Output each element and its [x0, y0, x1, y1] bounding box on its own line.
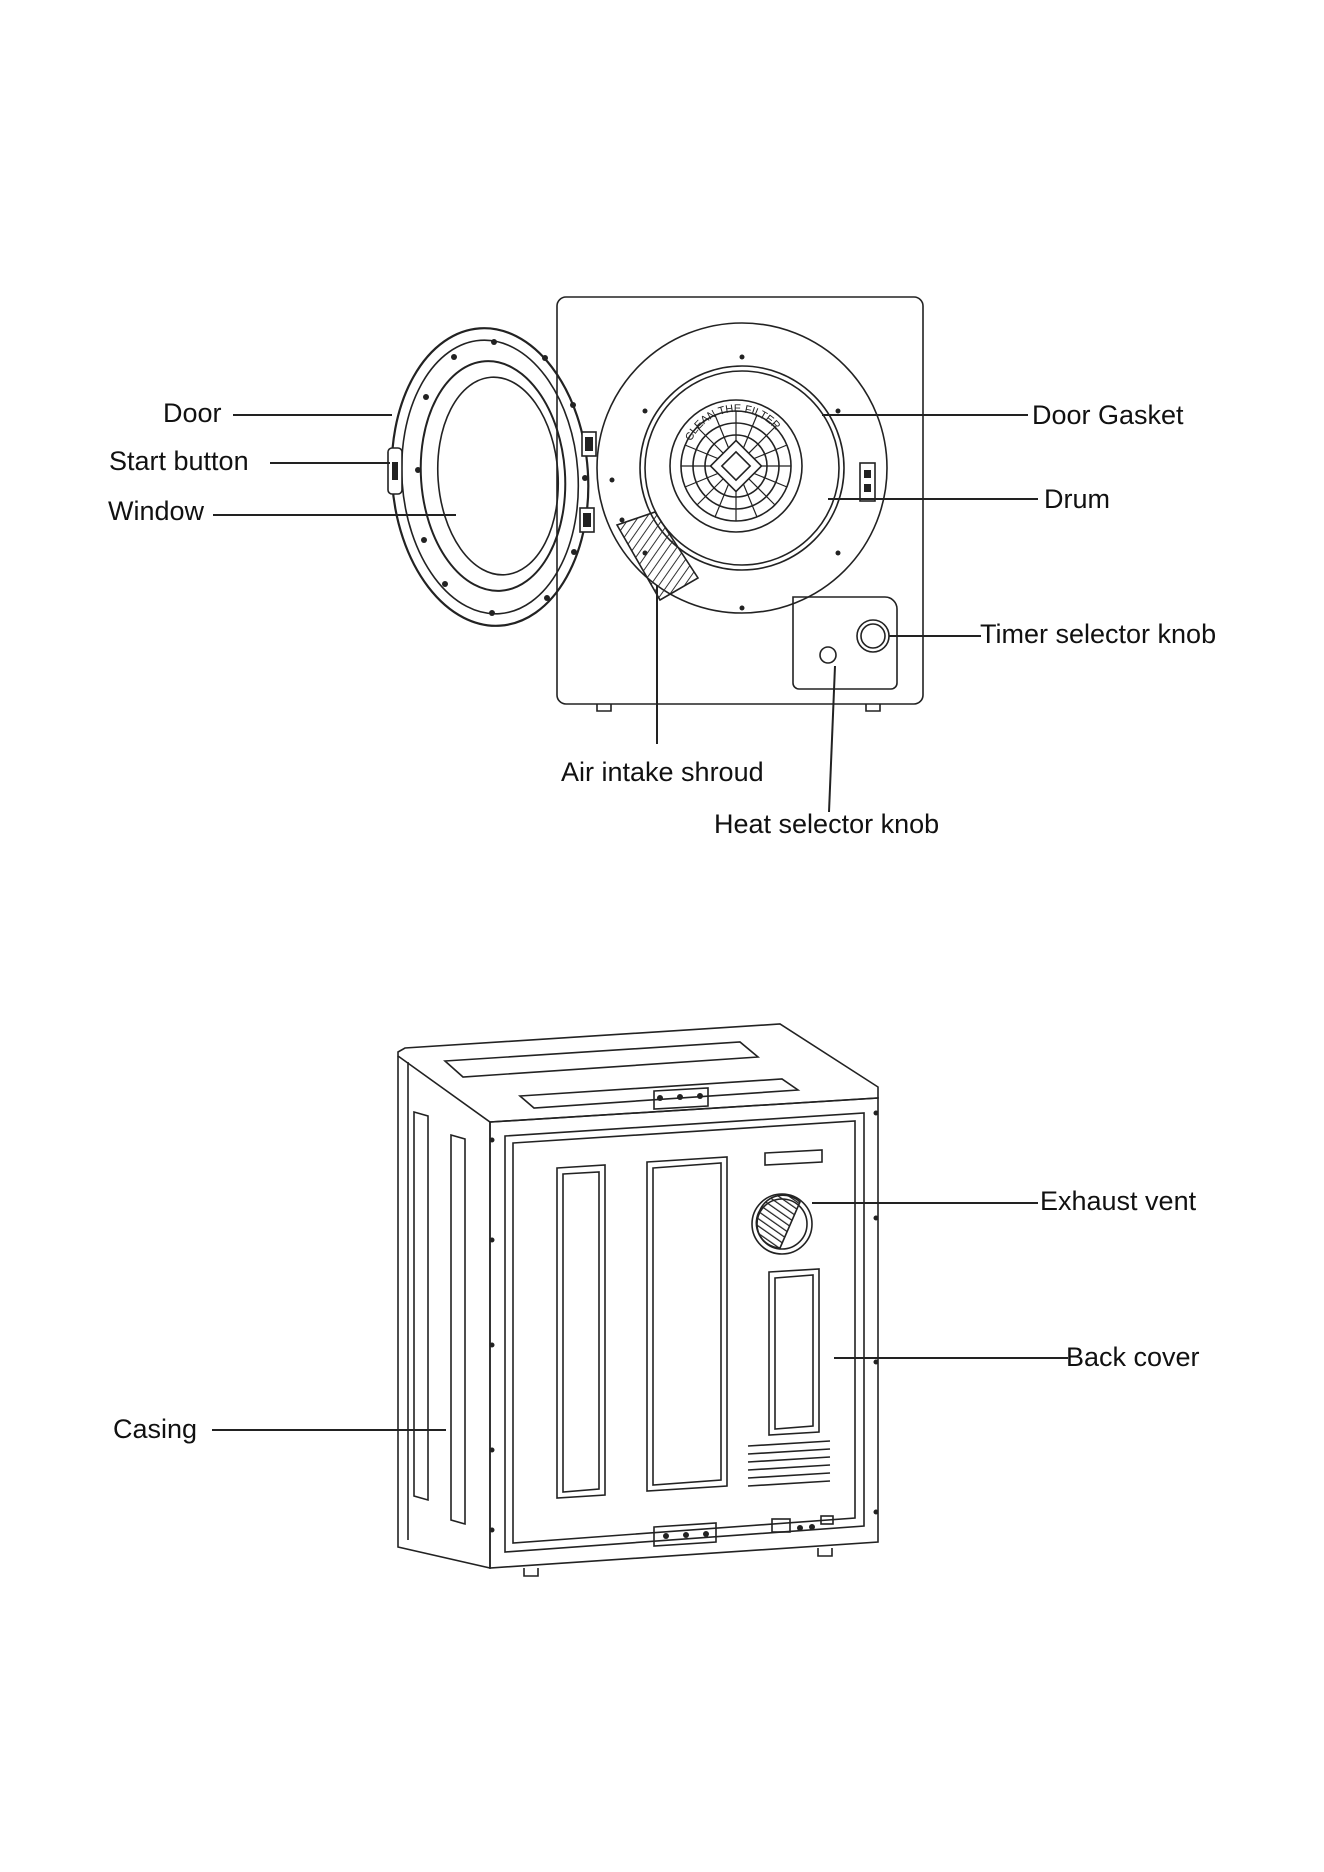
label-back-cover: Back cover — [1066, 1342, 1200, 1372]
label-start-button: Start button — [109, 446, 249, 476]
control-panel-outline — [793, 597, 897, 689]
cabinet-feet — [597, 704, 880, 711]
label-timer-selector-knob: Timer selector knob — [980, 619, 1216, 649]
label-heat-selector-knob: Heat selector knob — [714, 809, 939, 839]
rear-view-illustration — [212, 1024, 1068, 1576]
exhaust-vent — [752, 1194, 812, 1254]
label-door-gasket: Door Gasket — [1032, 400, 1184, 430]
label-window: Window — [108, 496, 204, 526]
label-drum: Drum — [1044, 484, 1110, 514]
rear-leader-lines — [212, 1203, 1068, 1430]
front-view-illustration — [213, 297, 1038, 812]
left-side-casing — [398, 1056, 490, 1568]
door-sensor — [860, 463, 875, 501]
label-door: Door — [163, 398, 222, 428]
open-door — [382, 322, 598, 633]
rear-top-panel — [398, 1024, 878, 1122]
heat-knob — [820, 647, 836, 663]
label-exhaust-vent: Exhaust vent — [1040, 1186, 1196, 1216]
rear-vent-slots — [748, 1441, 830, 1486]
front-leader-lines — [213, 415, 1038, 812]
label-casing: Casing — [113, 1414, 197, 1444]
label-air-intake-shroud: Air intake shroud — [561, 757, 764, 787]
lint-filter — [670, 400, 802, 532]
